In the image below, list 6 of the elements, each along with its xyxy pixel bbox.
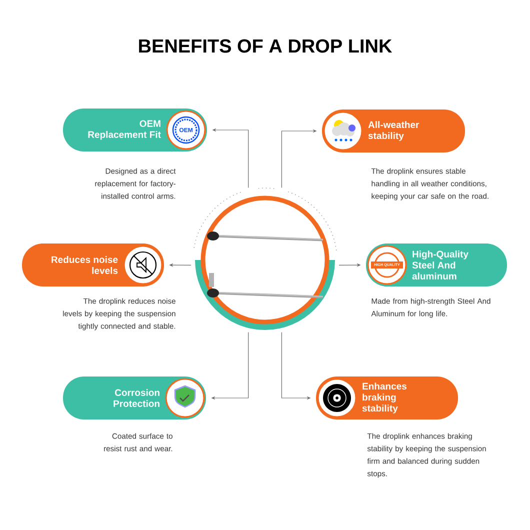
pill-box: Enhances braking stability (316, 376, 458, 420)
pill-box: All-weather stability (322, 110, 465, 152)
pill-box: Corrosion Protection (63, 376, 206, 420)
drop-link-drawing (195, 196, 335, 330)
title: BENEFITS OF A DROP LINK (139, 39, 392, 53)
pill-box: Reduces noise levels (22, 244, 164, 286)
